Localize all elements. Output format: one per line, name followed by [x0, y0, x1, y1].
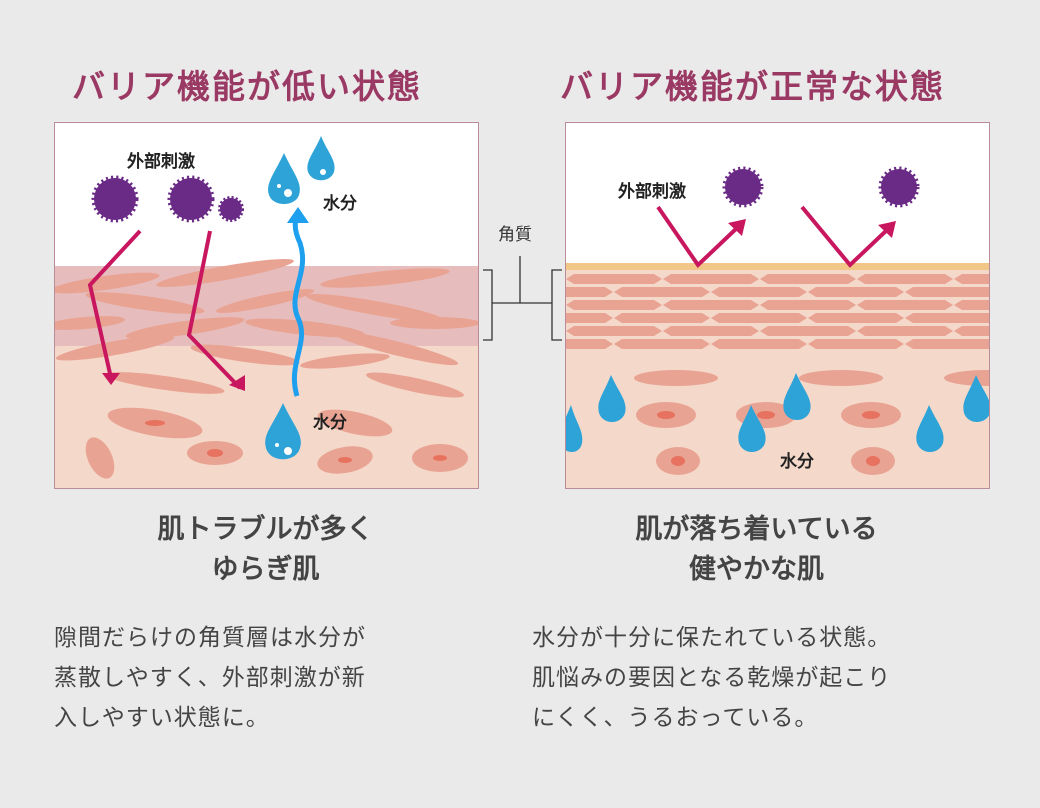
evaporation-arrow [291, 212, 306, 397]
corneum-cell [808, 313, 904, 323]
weak-barrier-illustration: 外部刺激 水分 水分 [54, 122, 479, 489]
brick-corneum-cells [566, 274, 989, 349]
corneum-cell [566, 274, 662, 284]
corneum-cell [566, 287, 613, 297]
right-desc-line: にくく、うるおっている。 [532, 705, 819, 731]
stratum-corneum-bracket [483, 256, 562, 341]
corneum-cell [566, 313, 613, 323]
corneum-cell [857, 326, 953, 336]
left-stimulus-label: 外部刺激 [127, 152, 195, 172]
right-desc-line: 肌悩みの要因となる乾燥が起こり [532, 665, 892, 691]
corneum-cell [711, 313, 807, 323]
corneum-cell [566, 339, 613, 349]
left-subtitle: 肌トラブルが多く ゆらぎ肌 [54, 510, 477, 590]
right-desc-line: 水分が十分に保たれている状態。 [532, 625, 892, 651]
corneum-cell [954, 300, 989, 310]
corneum-cell [614, 339, 710, 349]
right-water-label: 水分 [780, 452, 814, 472]
stimulus-arrows [87, 229, 242, 390]
left-subtitle-line2: ゆらぎ肌 [211, 554, 320, 585]
right-subtitle-line1: 肌が落ち着いている [635, 514, 878, 545]
left-subtitle-line1: 肌トラブルが多く [157, 514, 374, 545]
germ-icons [91, 175, 244, 223]
healthy-skin-diagram [566, 166, 989, 488]
corneum-cell [857, 274, 953, 284]
corneum-cell [857, 300, 953, 310]
left-desc-line: 隙間だらけの角質層は水分が [54, 625, 366, 651]
corneum-cell [905, 287, 989, 297]
corneum-cell [566, 300, 662, 310]
right-stimulus-label: 外部刺激 [618, 182, 686, 202]
corneum-cell [614, 313, 710, 323]
right-description: 水分が十分に保たれている状態。 肌悩みの要因となる乾燥が起こり にくく、うるおっ… [532, 618, 891, 738]
corneum-cell [711, 287, 807, 297]
corneum-cell [566, 326, 662, 336]
corneum-cell [905, 339, 989, 349]
left-water-top-label: 水分 [323, 194, 357, 214]
germ-icons [722, 166, 920, 208]
corneum-cell [808, 287, 904, 297]
right-subtitle-line2: 健やかな肌 [689, 554, 824, 585]
corneum-cell [614, 287, 710, 297]
corneum-cell [663, 300, 759, 310]
left-desc-line: 入しやすい状態に。 [54, 705, 270, 731]
corneum-cell [954, 274, 989, 284]
corneum-cell [663, 274, 759, 284]
water-drop-icons [265, 136, 335, 460]
water-drop-icons [566, 373, 989, 452]
corneum-cell [905, 313, 989, 323]
corneum-cell [760, 300, 856, 310]
healthy-barrier-illustration: 外部刺激 水分 [565, 122, 990, 489]
corneum-cell [711, 339, 807, 349]
corneum-cell [954, 326, 989, 336]
left-description: 隙間だらけの角質層は水分が 蒸散しやすく、外部刺激が新 入しやすい状態に。 [54, 618, 366, 738]
corneum-cell [760, 326, 856, 336]
weak-skin-diagram [55, 136, 478, 488]
right-subtitle: 肌が落ち着いている 健やかな肌 [545, 510, 968, 590]
deflected-arrows [656, 205, 890, 269]
left-desc-line: 蒸散しやすく、外部刺激が新 [54, 665, 366, 691]
corneum-cell [808, 339, 904, 349]
stratum-corneum-label: 角質 [498, 225, 532, 245]
right-title: バリア機能が正常な状態 [560, 67, 945, 106]
left-water-bottom-label: 水分 [313, 413, 347, 433]
corneum-cell [760, 274, 856, 284]
left-title: バリア機能が低い状態 [72, 67, 422, 106]
corneum-cell [663, 326, 759, 336]
